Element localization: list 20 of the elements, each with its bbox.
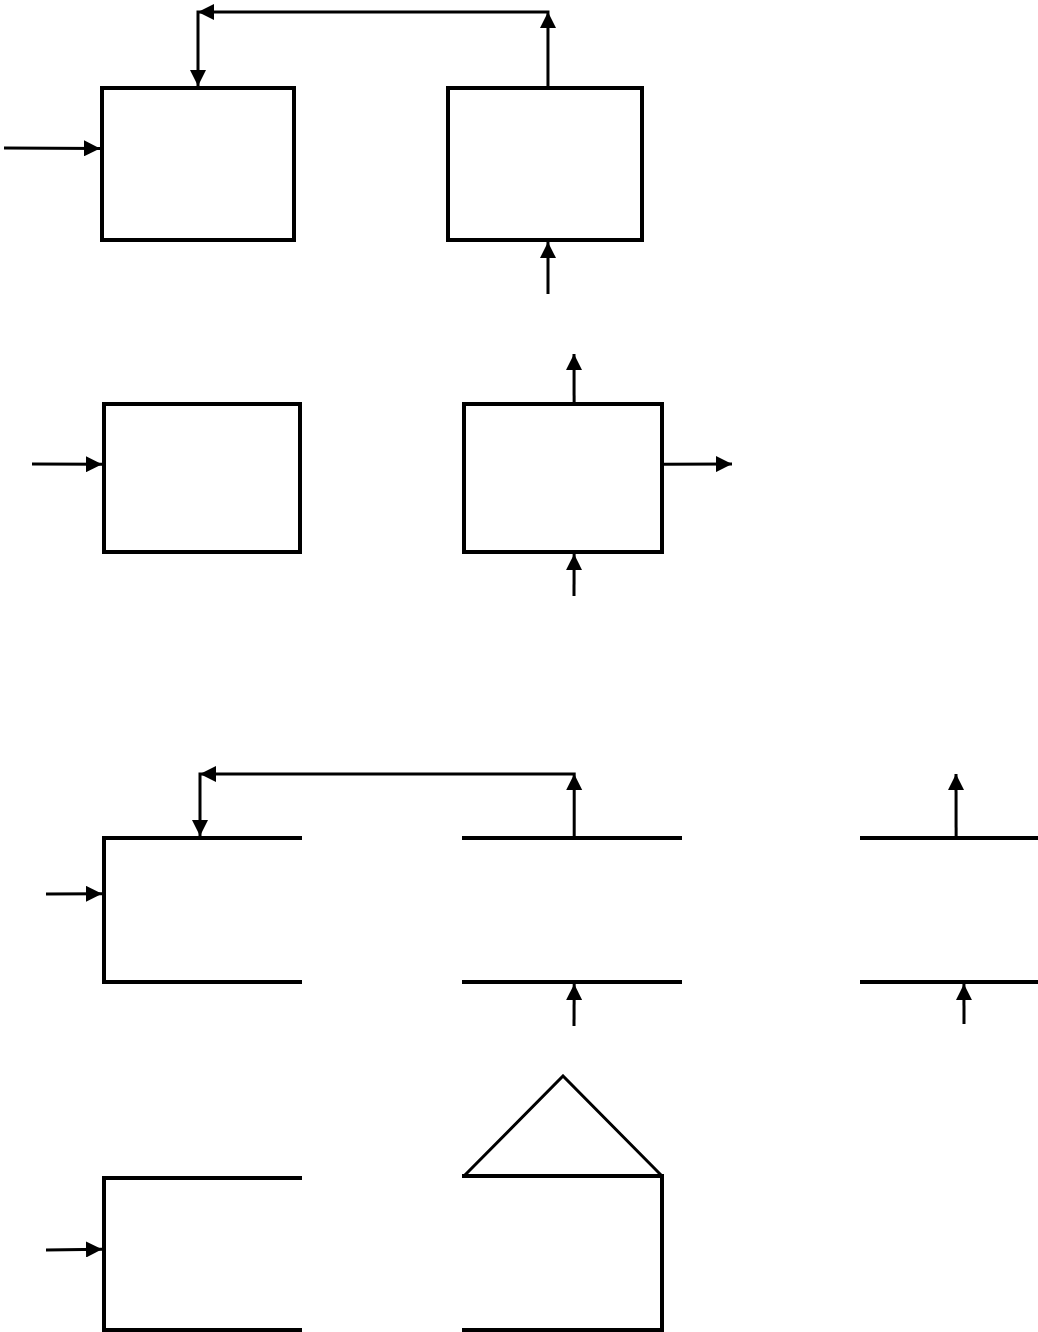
empty-box	[446, 86, 644, 242]
arrow	[948, 774, 965, 836]
arrow	[566, 984, 583, 1026]
open-box	[860, 836, 1038, 984]
open-box	[102, 1176, 302, 1332]
arrow	[955, 984, 972, 1024]
empty-box	[462, 402, 664, 554]
arrow	[46, 885, 102, 902]
house-outline	[462, 1074, 664, 1332]
open-box	[462, 836, 682, 984]
empty-box	[102, 402, 302, 554]
arrow	[566, 554, 583, 596]
arrow	[32, 456, 102, 473]
arrow	[45, 1241, 103, 1258]
arrow	[4, 140, 100, 157]
arrow	[664, 456, 732, 473]
arrow	[566, 354, 583, 402]
empty-box	[100, 86, 296, 242]
arrow	[540, 242, 556, 294]
open-box	[102, 836, 302, 984]
